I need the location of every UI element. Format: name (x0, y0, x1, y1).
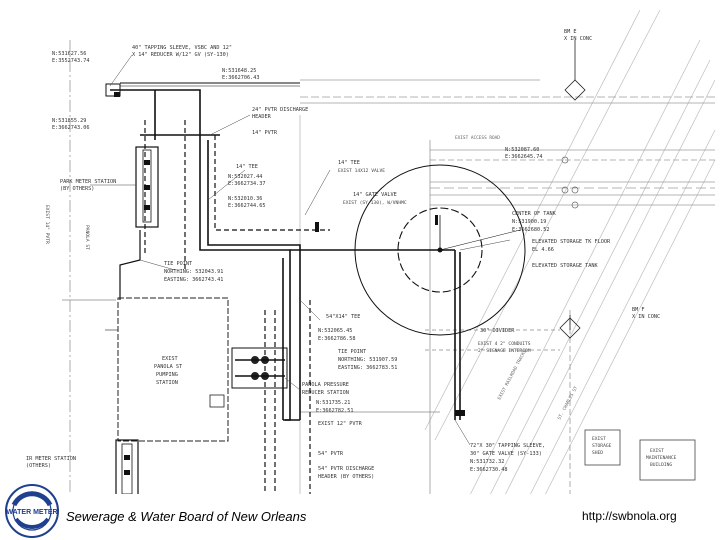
label-bm-right-2: X IN CONC (632, 314, 660, 320)
label-center-tank-1: CENTER OF TANK (512, 211, 557, 217)
label-coord-top-left-n: N:531627.56 (52, 51, 86, 57)
label-panola-e: E:3662782.51 (316, 408, 353, 414)
label-pvtr-14: 14" PVTR (252, 130, 278, 136)
label-exist-bldg-b3: BUILDING (650, 462, 672, 468)
label-tee-14: 14" TEE (236, 164, 258, 170)
main-pipe-network (110, 82, 461, 421)
label-valve-coord-n: N:532010.36 (228, 196, 262, 202)
label-exist-panola-4: STATION (156, 380, 178, 386)
label-tee-54-e: E:3662786.58 (318, 336, 355, 342)
label-tapping-sleeve-2: X 14" REDUCER W/12" GV (SY-130) (132, 52, 229, 58)
label-gate-valve: 14" GATE VALVE (353, 192, 397, 198)
label-panola-n: N:531735.21 (316, 400, 350, 406)
railroad-corridor (424, 9, 716, 496)
valve-symbols (315, 215, 465, 416)
ir-meter-station (115, 439, 139, 496)
label-tee-coord-e: E:3662734.37 (228, 181, 265, 187)
pressure-reducer-station (231, 347, 288, 389)
label-diag-street: ST. CHARLES ST (556, 385, 579, 421)
label-tee-54: 54"X14" TEE (326, 314, 360, 320)
tapping-sleeve (105, 83, 121, 97)
label-pvtr-discharge-2: HEADER (252, 114, 272, 120)
water-meter-logo: WATER METER (5, 484, 59, 538)
label-diag-road: EXIST ACCESS ROAD (455, 135, 500, 141)
label-exist-pvtr: EXIST 12" PVTR (318, 421, 363, 427)
label-exist-bldg-b1: EXIST (650, 448, 664, 454)
label-pvtr-54-b: 54" PVTR (318, 451, 344, 457)
access-road-lines (300, 79, 715, 206)
label-bm-top-2: X IN CONC (564, 36, 592, 42)
footer-bar (0, 494, 720, 540)
label-pvtr-discharge-b2: HEADER (BY OTHERS) (318, 474, 374, 480)
label-exist-tee-sub: EXIST 14X12 VALVE (338, 168, 385, 174)
label-ir-meter-1: IR METER STATION (26, 456, 76, 462)
park-meter-station (135, 146, 159, 228)
label-coord-left-e: E:3662743.06 (52, 125, 89, 131)
elevated-storage-tank (354, 164, 526, 336)
label-exist-bldg-3: SHED (592, 450, 603, 456)
label-coord-right-n: N:532087.60 (505, 147, 539, 153)
label-tapping-bottom-2: 30" GATE VALVE (SY-133) (470, 451, 542, 457)
label-tapping-bottom-e: E:3662730.48 (470, 467, 507, 473)
label-center-tank-2: N:531900.19 (512, 219, 546, 225)
label-exist-bldg-2: STORAGE (592, 443, 612, 449)
label-coord-top-left-e: E:3552743.74 (52, 58, 89, 64)
label-tapping-bottom-1: 72"X 30" TAPPING SLEEVE, (470, 443, 545, 449)
logo-ring-text: WATER METER (6, 509, 57, 516)
label-valve-coord-e: E:3662744.65 (228, 203, 265, 209)
label-pvtr-discharge-b1: 54" PVTR DISCHARGE (318, 466, 374, 472)
label-tie-point-2: NORTHING: 532043.91 (164, 269, 223, 275)
label-exist-panola-2: PANOLA ST (154, 364, 182, 370)
label-park-meter-1: PARK METER STATION (60, 179, 116, 185)
label-center-tank-3: E:3662680.52 (512, 227, 549, 233)
label-tee-54-n: N:532065.45 (318, 328, 352, 334)
storage-shed (584, 429, 621, 466)
pumping-station-building (105, 297, 229, 442)
label-park-meter-2: (BY OTHERS) (60, 186, 94, 192)
label-elevated-tank: ELEVATED STORAGE TANK (532, 263, 598, 269)
label-exist-conduits-1: EXIST 4 2" CONDUITS (478, 341, 531, 347)
label-panola-pressure-2: REDUCER STATION (302, 390, 349, 396)
label-ir-meter-2: (OTHERS) (26, 463, 51, 469)
label-exist-tee: 14" TEE (338, 160, 360, 166)
label-tie-point-b1: TIE POINT (338, 349, 366, 355)
label-bm-top-1: BM E (564, 29, 577, 35)
label-exist-panola-3: PUMPING (156, 372, 178, 378)
label-elevated-1: ELEVATED STORAGE TK FLOOR (532, 239, 611, 245)
label-panola-pressure-1: PANOLA PRESSURE (302, 382, 349, 388)
label-bm-right-1: BM F (632, 307, 645, 313)
label-tapping-bottom-n: N:531732.32 (470, 459, 504, 465)
label-elevated-2: EL 4.66 (532, 247, 554, 253)
property-lines (62, 40, 571, 495)
label-tie-point-b2: NORTHING: 531907.59 (338, 357, 397, 363)
benchmark-symbols (559, 40, 586, 339)
leader-lines (90, 54, 511, 446)
label-coord-right-e: E:3662645.74 (505, 154, 542, 160)
label-tee-coord-n: N:532027.44 (228, 174, 262, 180)
label-tapping-sleeve-1: 40" TAPPING SLEEVE, VSBC AND 12" (132, 45, 232, 51)
label-exist-panola-1: EXIST (162, 356, 178, 362)
label-pvtr-discharge-1: 24" PVTR DISCHARGE (252, 107, 308, 113)
label-left-vertical: EXIST 14" PVTR (44, 205, 50, 244)
label-left-vertical-2: PANOLA ST (84, 225, 90, 250)
footer-url-link[interactable]: http://swbnola.org (582, 509, 677, 523)
label-coord-tl2-e: E:3662706.43 (222, 75, 259, 81)
label-tie-point-1: TIE POINT (164, 261, 192, 267)
label-coord-tl2-n: N:531648.25 (222, 68, 256, 74)
label-tie-point-3: EASTING: 3662743.41 (164, 277, 223, 283)
label-coord-left-n: N:531855.29 (52, 118, 86, 124)
utility-poles (561, 156, 579, 209)
discharge-header (144, 120, 330, 495)
maintenance-building (639, 439, 696, 481)
label-diag-rail: EXIST RAILROAD TRACKS (496, 349, 528, 401)
annotations: N:531627.56 E:3552743.74 40" TAPPING SLE… (26, 29, 677, 480)
label-tie-point-b3: EASTING: 3662783.51 (338, 365, 397, 371)
label-exist-bldg-b2: MAINTENANCE (646, 455, 677, 461)
footer-organization: Sewerage & Water Board of New Orleans (66, 509, 307, 524)
label-gate-valve-sub: EXIST (SY-130), W/VNHMC (343, 200, 407, 206)
label-pvtr-30: 30" DIVIDER (480, 328, 515, 334)
label-exist-conduits-2: 2" SIGNAGE INTERCOM (478, 348, 531, 354)
label-exist-bldg-1: EXIST (592, 436, 606, 442)
